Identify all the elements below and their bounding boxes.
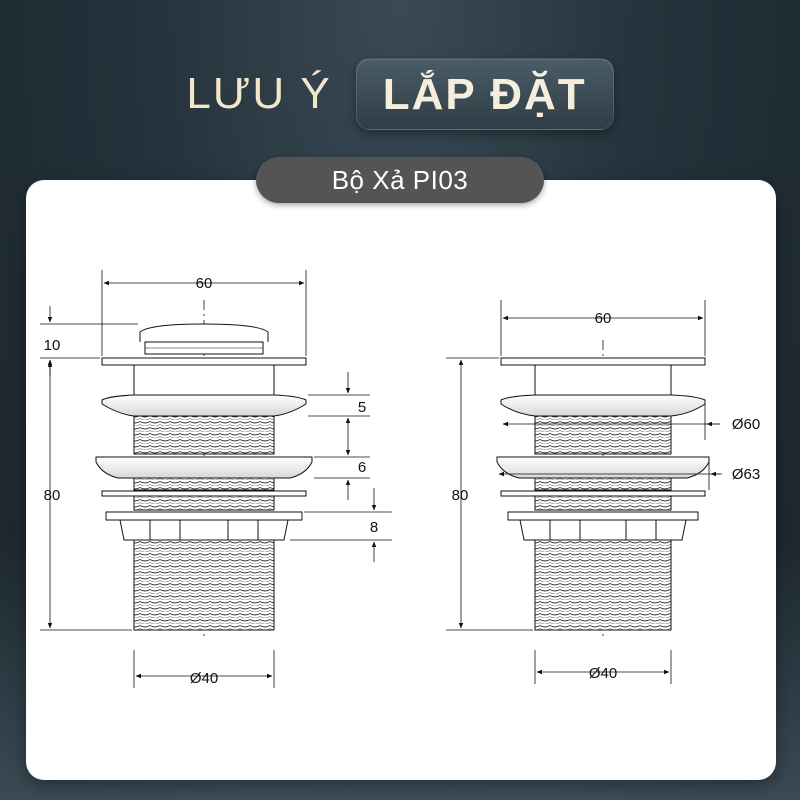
left-washer-label: 8 — [370, 519, 378, 536]
title-part-1: LƯU Ý — [186, 69, 332, 118]
left-thread-diameter-label: Ø40 — [190, 670, 218, 687]
title-highlight-box: LẮP ĐẶT — [355, 58, 614, 130]
right-dimensions — [446, 300, 722, 684]
title-part-2: LẮP ĐẶT — [382, 70, 587, 119]
left-cap-height-label: 10 — [44, 337, 61, 354]
right-drain-drawing — [496, 340, 710, 640]
left-dimensions — [40, 270, 392, 688]
right-body-height-label: 80 — [452, 487, 469, 504]
left-width-label: 60 — [196, 275, 213, 292]
left-flange1-label: 5 — [358, 399, 366, 416]
left-drain-drawing — [95, 300, 313, 640]
left-flange2-label: 6 — [358, 459, 366, 476]
right-flange2-diameter-label: Ø63 — [732, 466, 760, 483]
product-name-pill: Bộ Xả PI03 — [256, 157, 544, 203]
left-body-height-label: 80 — [44, 487, 61, 504]
page-title: LƯU Ý LẮP ĐẶT — [0, 54, 800, 134]
right-width-label: 60 — [595, 310, 612, 327]
right-flange1-diameter-label: Ø60 — [732, 416, 760, 433]
right-thread-diameter-label: Ø40 — [589, 665, 617, 682]
product-name: Bộ Xả PI03 — [331, 164, 469, 195]
